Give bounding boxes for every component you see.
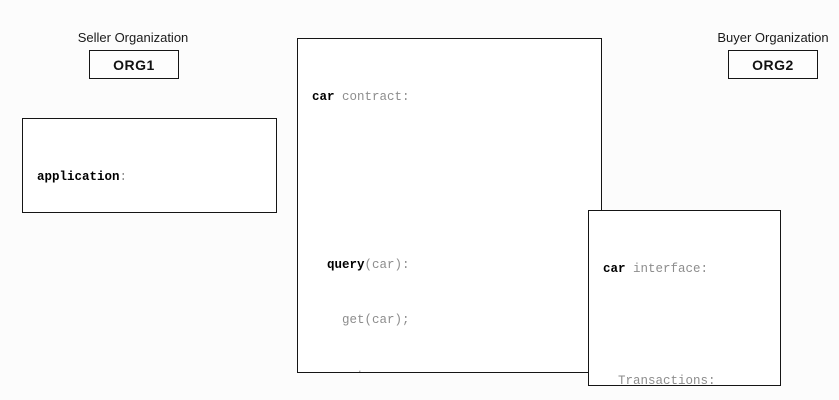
interface-transactions-heading: Transactions:	[603, 373, 716, 386]
contract-title-keyword: car	[312, 90, 335, 105]
contract-title: car contract:	[312, 88, 587, 107]
application-code-content: application: seller = ORG1; buyer = ORG2…	[23, 119, 276, 212]
contract-title-rest: contract:	[334, 90, 410, 105]
interface-title-keyword: car	[603, 262, 626, 277]
interface-title-rest: interface:	[625, 262, 709, 277]
interface-content: car interface: Transactions: query trans…	[589, 211, 780, 386]
application-title-keyword: application	[37, 170, 120, 185]
interface-title: car interface:	[603, 260, 766, 279]
function-name-query: query	[327, 257, 365, 272]
interface-line	[603, 316, 766, 335]
buyer-organization-label: Buyer Organization	[717, 30, 829, 45]
function-body-line: get(car);	[312, 313, 410, 328]
contract-code-content: car contract: query(car): get(car); retu…	[298, 39, 601, 372]
car-interface-box: car interface: Transactions: query trans…	[588, 210, 781, 386]
car-contract-code-box: car contract: query(car): get(car); retu…	[297, 38, 602, 373]
seller-org-box: ORG1	[89, 50, 179, 79]
seller-org-name: ORG1	[113, 56, 155, 73]
seller-organization-label: Seller Organization	[77, 30, 189, 45]
buyer-org-name: ORG2	[752, 56, 794, 73]
function-params-query: (car):	[364, 257, 410, 272]
application-title: application:	[37, 168, 262, 187]
application-title-rest: :	[119, 170, 128, 185]
function-signature-query: query(car):	[312, 256, 587, 275]
buyer-org-box: ORG2	[728, 50, 818, 79]
spacer	[312, 163, 587, 182]
function-body-line: return car;	[312, 367, 587, 372]
application-code-box: application: seller = ORG1; buyer = ORG2…	[22, 118, 277, 213]
